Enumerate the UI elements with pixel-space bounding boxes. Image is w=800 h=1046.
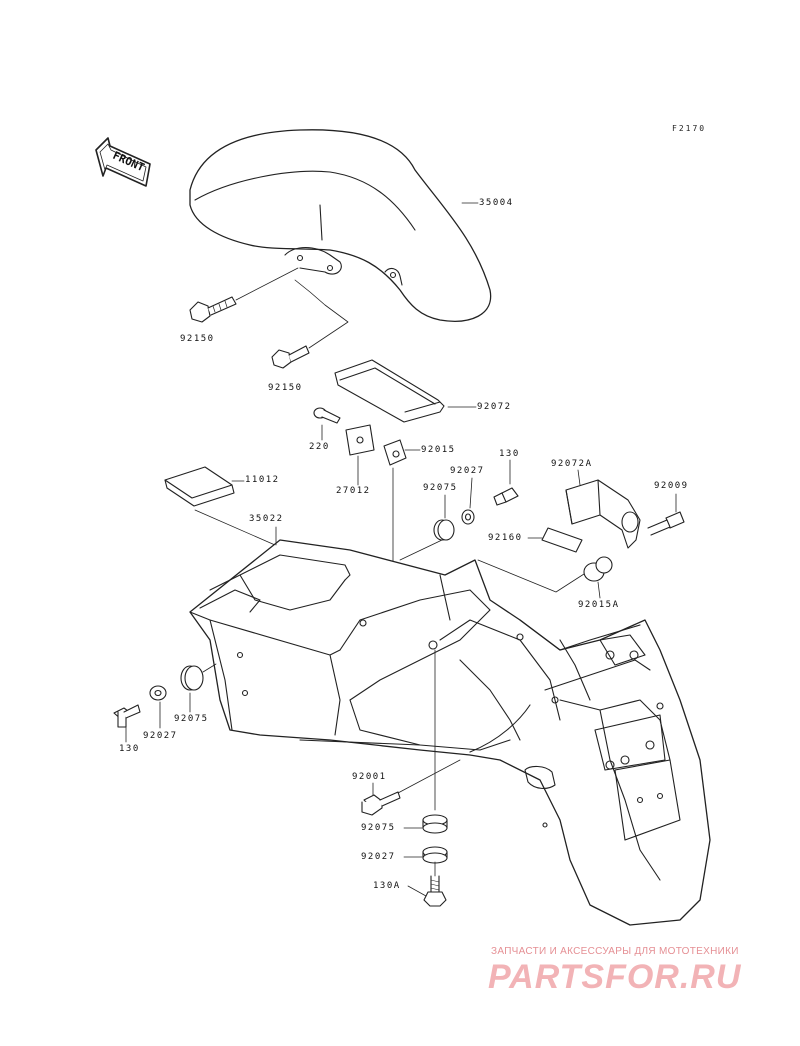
part-label-92027-c: 92027	[361, 852, 396, 862]
bolt-92001	[361, 791, 401, 816]
part-label-92075-b: 92075	[174, 714, 209, 724]
front-fender	[189, 129, 492, 322]
part-label-92001: 92001	[352, 772, 387, 782]
grommet-92075-c	[422, 814, 448, 834]
bolt-92009	[647, 511, 685, 536]
bolt-130A	[423, 875, 447, 907]
cap-11012	[164, 466, 235, 507]
rear-fender-undertray	[189, 539, 711, 926]
figure-code: F2170	[672, 124, 707, 133]
part-label-220: 220	[309, 442, 330, 452]
part-label-35022: 35022	[249, 514, 284, 524]
front-arrow-label: FRONT	[111, 149, 147, 174]
part-label-92150-b: 92150	[268, 383, 303, 393]
bolt-220	[313, 407, 341, 424]
collar-92015A	[583, 556, 613, 582]
part-label-92027-b: 92027	[143, 731, 178, 741]
front-arrow-icon	[95, 137, 151, 187]
bolt-130-b	[113, 704, 141, 728]
part-label-130-b: 130	[119, 744, 140, 754]
bolt-92150-b	[271, 345, 310, 369]
bracket-92072	[334, 359, 445, 423]
part-label-92009: 92009	[654, 481, 689, 491]
part-label-35004: 35004	[479, 198, 514, 208]
grommet-92075-a	[433, 519, 455, 541]
bolt-130-a	[493, 487, 519, 506]
washer-92027-a	[461, 509, 475, 525]
washer-92027-b	[149, 685, 167, 701]
part-label-92075-a: 92075	[423, 483, 458, 493]
nut-92015	[383, 439, 407, 466]
part-label-27012: 27012	[336, 486, 371, 496]
part-label-11012: 11012	[245, 475, 280, 485]
grommet-92075-b	[180, 665, 204, 691]
part-label-92072A: 92072A	[551, 459, 593, 469]
part-label-130A: 130A	[373, 881, 401, 891]
pad-92160	[541, 527, 583, 553]
part-label-92075-c: 92075	[361, 823, 396, 833]
watermark-subtitle: ЗАПЧАСТИ И АКСЕССУАРЫ ДЛЯ МОТОТЕХНИКИ	[491, 946, 739, 957]
part-label-92150-a: 92150	[180, 334, 215, 344]
part-label-130-a: 130	[499, 449, 520, 459]
watermark-logo: PARTSFOR.RU	[488, 958, 742, 996]
part-label-92015A: 92015A	[578, 600, 620, 610]
bracket-92072A	[565, 479, 641, 549]
part-label-92015: 92015	[421, 445, 456, 455]
bolt-92150-a	[189, 296, 237, 323]
part-label-92072: 92072	[477, 402, 512, 412]
part-label-92160: 92160	[488, 533, 523, 543]
part-label-92027-a: 92027	[450, 466, 485, 476]
clip-27012	[345, 424, 375, 456]
washer-92027-c	[422, 846, 448, 864]
